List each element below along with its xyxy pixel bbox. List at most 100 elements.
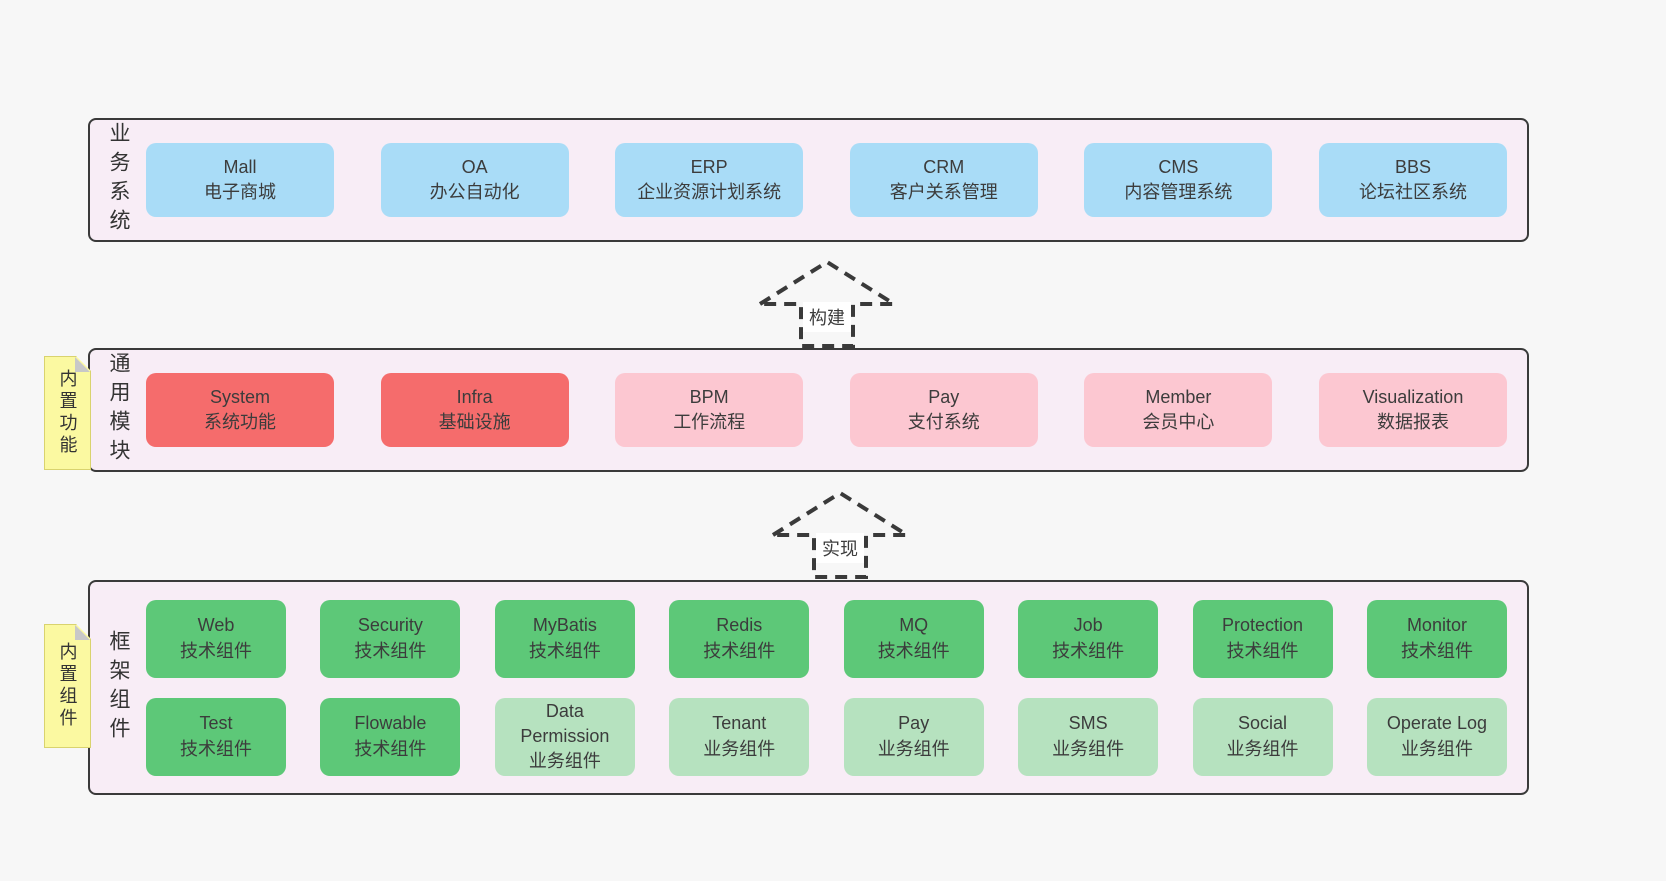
band-label-column: 业务系统 xyxy=(90,120,146,240)
module-name: Test xyxy=(199,713,233,734)
build-arrow-label: 构建 xyxy=(809,308,845,328)
module-subtitle: 业务组件 xyxy=(1400,738,1473,759)
module-subtitle: 技术组件 xyxy=(703,640,776,661)
module-box-sms: SMS 业务组件 xyxy=(1018,697,1159,776)
module-name: Member xyxy=(1145,386,1212,407)
module-name: Social xyxy=(1238,713,1288,734)
module-name: BBS xyxy=(1394,156,1431,177)
implement-arrow-label: 实现 xyxy=(822,539,858,559)
module-box-crm: CRM 客户关系管理 xyxy=(849,143,1038,217)
module-name: Infra xyxy=(456,386,493,407)
module-box-member: Member 会员中心 xyxy=(1084,373,1273,447)
module-box-redis: Redis 技术组件 xyxy=(669,599,810,678)
module-subtitle: 工作流程 xyxy=(673,412,746,432)
module-subtitle: 客户关系管理 xyxy=(889,182,998,202)
module-subtitle: 技术组件 xyxy=(1226,640,1299,661)
module-subtitle: 办公自动化 xyxy=(429,182,520,202)
module-name: MQ xyxy=(899,615,929,636)
box-row: Mall 电子商城 OA 办公自动化 ERP 企业资源计划系统 CRM 客户关系管理 CMS 内容… xyxy=(146,143,1507,217)
module-box-mq: MQ 技术组件 xyxy=(843,599,984,678)
module-subtitle: 数据报表 xyxy=(1376,412,1449,432)
module-subtitle: 业务组件 xyxy=(528,751,601,772)
module-name: Visualization xyxy=(1362,386,1464,407)
module-name: ERP xyxy=(690,156,728,177)
module-box-monitor: Monitor 技术组件 xyxy=(1366,599,1507,678)
sticky-note-text: 内置功能 xyxy=(57,369,78,457)
module-box-erp: ERP 企业资源计划系统 xyxy=(615,143,804,217)
module-subtitle: 企业资源计划系统 xyxy=(637,182,782,202)
module-name: Mall xyxy=(223,156,257,177)
module-name: Tenant xyxy=(712,713,767,734)
module-name: BPM xyxy=(689,386,729,407)
band-title: 框架组件 xyxy=(107,629,130,746)
module-subtitle: 技术组件 xyxy=(180,640,252,661)
module-subtitle: 业务组件 xyxy=(1052,738,1125,759)
module-subtitle: 支付系统 xyxy=(907,412,980,432)
module-subtitle: 技术组件 xyxy=(354,738,427,759)
band-label-column: 框架组件 xyxy=(90,582,146,793)
sticky-note-builtin-features: 内置功能 xyxy=(44,356,91,470)
module-subtitle: 业务组件 xyxy=(1226,738,1299,759)
module-subtitle: 论坛社区系统 xyxy=(1358,182,1467,202)
module-subtitle: 业务组件 xyxy=(877,738,950,759)
module-box-bbs: BBS 论坛社区系统 xyxy=(1318,143,1507,217)
module-name: Web xyxy=(197,615,235,636)
module-name: CMS xyxy=(1158,156,1199,177)
module-subtitle: 技术组件 xyxy=(528,640,601,661)
module-subtitle: 业务组件 xyxy=(703,738,776,759)
module-subtitle: 基础设施 xyxy=(438,412,511,432)
band-label-column: 通用模块 xyxy=(90,350,146,470)
module-box-protection: Protection 技术组件 xyxy=(1192,599,1333,678)
module-subtitle: 会员中心 xyxy=(1142,412,1215,432)
module-subtitle: 技术组件 xyxy=(180,738,252,759)
module-name: Monitor xyxy=(1406,615,1467,636)
module-box-system: System 系统功能 xyxy=(146,373,334,447)
module-name: Flowable xyxy=(354,713,427,734)
module-name: Redis xyxy=(716,615,763,636)
module-name: OA xyxy=(461,156,488,177)
module-subtitle: 内容管理系统 xyxy=(1124,182,1233,202)
module-name: Data Permission xyxy=(520,700,610,746)
module-box-infra: Infra 基础设施 xyxy=(380,373,569,447)
module-name: Security xyxy=(357,615,423,636)
module-box-web: Web 技术组件 xyxy=(146,599,286,678)
module-name: MyBatis xyxy=(532,615,597,636)
module-box-data-permission: Data Permission 业务组件 xyxy=(494,697,635,776)
module-name: CRM xyxy=(923,156,965,177)
module-subtitle: 技术组件 xyxy=(877,640,950,661)
module-box-mybatis: MyBatis 技术组件 xyxy=(494,599,635,678)
module-box-security: Security 技术组件 xyxy=(320,599,461,678)
module-subtitle: 技术组件 xyxy=(354,640,427,661)
module-box-tenant: Tenant 业务组件 xyxy=(669,697,810,776)
module-name: SMS xyxy=(1068,713,1108,734)
module-name: Protection xyxy=(1222,615,1304,636)
module-name: Job xyxy=(1073,615,1103,636)
module-subtitle: 电子商城 xyxy=(204,182,276,202)
module-box-visualization: Visualization 数据报表 xyxy=(1318,373,1507,447)
module-box-test: Test 技术组件 xyxy=(146,697,286,776)
module-box-flowable: Flowable 技术组件 xyxy=(320,697,461,776)
module-box-mall: Mall 电子商城 xyxy=(146,143,334,217)
implement-arrow-icon: 实现 xyxy=(765,487,915,583)
band-title: 通用模块 xyxy=(107,352,130,468)
module-subtitle: 系统功能 xyxy=(204,412,276,432)
module-box-bpm: BPM 工作流程 xyxy=(615,373,804,447)
module-subtitle: 技术组件 xyxy=(1400,640,1473,661)
module-subtitle: 技术组件 xyxy=(1052,640,1125,661)
module-box-cms: CMS 内容管理系统 xyxy=(1084,143,1273,217)
module-box-job: Job 技术组件 xyxy=(1018,599,1159,678)
module-box-oa: OA 办公自动化 xyxy=(380,143,569,217)
module-name: System xyxy=(209,386,270,407)
sticky-note-builtin-components: 内置组件 xyxy=(44,624,91,748)
build-arrow-icon: 构建 xyxy=(752,256,902,352)
sticky-note-text: 内置组件 xyxy=(57,642,78,730)
